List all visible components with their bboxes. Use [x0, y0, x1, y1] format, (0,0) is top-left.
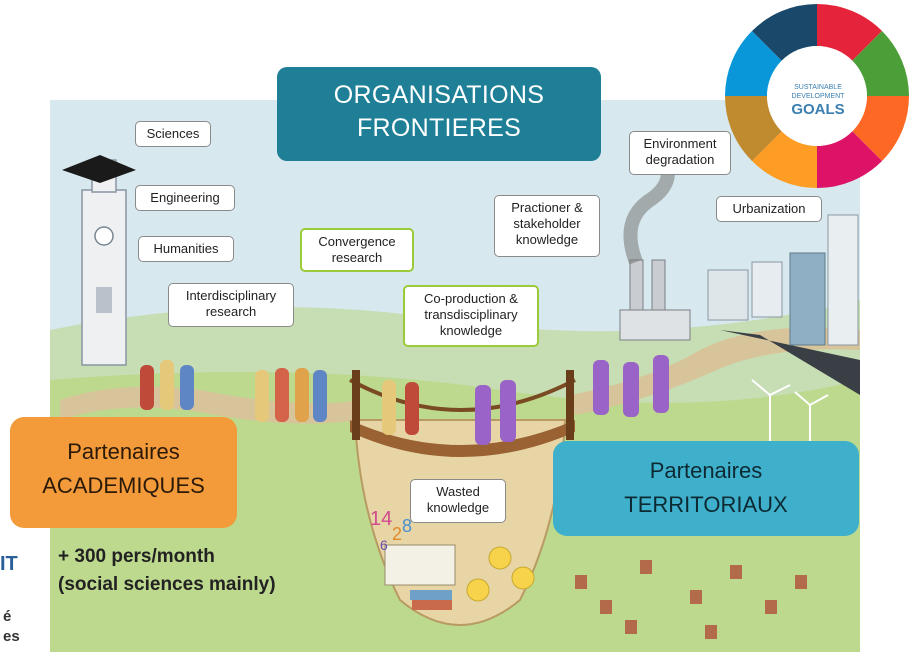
practioner-line3: knowledge [515, 232, 579, 247]
bridge-post [566, 370, 574, 440]
staff-line2: (social sciences mainly) [58, 574, 276, 595]
bubble-coproduction: Co-production & transdisciplinary knowle… [403, 285, 539, 347]
bubble-convergence: Convergence research [300, 228, 414, 272]
practioner-line1: Practioner & [511, 200, 583, 215]
convergence-line1: Convergence [318, 234, 396, 249]
staff-line1: + 300 pers/month [58, 546, 215, 567]
interdisciplinary-line2: research [205, 304, 257, 319]
people-academics-center [255, 368, 327, 422]
territorial-line1: Partenaires [649, 458, 763, 483]
people-stakeholders-right [593, 355, 669, 417]
title-line1: ORGANISATIONS [333, 81, 545, 109]
coproduction-line3: knowledge [439, 323, 503, 338]
interdisciplinary-line1: Interdisciplinary [185, 288, 277, 303]
university-tower [81, 189, 127, 366]
bubble-wasted: Wasted knowledge [410, 479, 506, 523]
bubble-sciences: Sciences [135, 121, 211, 147]
territorial-line2: TERRITORIAUX [624, 492, 788, 517]
sdg-line1: SUSTAINABLE [794, 84, 842, 91]
wind-turbines [751, 379, 829, 445]
tower-window [96, 287, 112, 313]
tower-clock [94, 226, 114, 246]
environment-line1: Environment [643, 136, 717, 151]
left-logo-fragment: IT [0, 553, 18, 575]
environment-line2: degradation [645, 152, 715, 167]
city-building [751, 261, 783, 318]
bubble-practioner: Practioner & stakeholder knowledge [494, 195, 600, 257]
sdg-wheel [725, 4, 909, 188]
wasted-line1: Wasted [436, 484, 480, 499]
city-tower [789, 252, 826, 346]
road [720, 330, 860, 395]
bubble-humanities: Humanities [138, 236, 234, 262]
people-academics-left [140, 360, 194, 410]
city-tower [827, 214, 859, 346]
graduation-cap [62, 155, 136, 183]
left-text-fragment-2: es [3, 628, 20, 645]
people-on-bridge [382, 380, 516, 445]
practioner-line2: stakeholder [513, 216, 581, 231]
coproduction-line1: Co-production & [424, 291, 518, 306]
academic-line2: ACADEMIQUES [42, 473, 205, 498]
academic-partners-box: Partenaires ACADEMIQUES [10, 417, 237, 528]
convergence-line2: research [331, 250, 383, 265]
territorial-partners-box: Partenaires TERRITORIAUX [553, 441, 859, 536]
svg-text:6: 6 [380, 537, 388, 553]
bubble-urbanization: Urbanization [716, 196, 822, 222]
left-text-fragment-1: é [3, 608, 12, 625]
wasted-line2: knowledge [426, 500, 490, 515]
sdg-label: SUSTAINABLE DEVELOPMENT GOALS [773, 83, 863, 118]
factory-building [619, 309, 691, 341]
title-line2: FRONTIERES [356, 114, 522, 142]
staff-note: + 300 pers/month (social sciences mainly… [58, 543, 276, 599]
sdg-line2: DEVELOPMENT [791, 93, 845, 100]
bubble-environment: Environment degradation [629, 131, 731, 175]
books-and-bulbs: 14 2 8 6 [370, 508, 535, 610]
bridge-rope [349, 378, 576, 412]
coproduction-line2: transdisciplinary [424, 307, 518, 322]
svg-text:14: 14 [370, 508, 392, 530]
sdg-line3: GOALS [791, 101, 845, 118]
organisations-frontieres-title: ORGANISATIONS FRONTIERES [277, 67, 601, 161]
city-building [707, 269, 749, 321]
svg-text:2: 2 [392, 524, 402, 544]
svg-text:8: 8 [402, 516, 412, 536]
bridge-post [352, 370, 360, 440]
academic-line1: Partenaires [67, 439, 180, 464]
bridge-deck [350, 420, 575, 457]
tree-stumps [575, 560, 807, 639]
bubble-interdisciplinary: Interdisciplinary research [168, 283, 294, 327]
bubble-engineering: Engineering [135, 185, 235, 211]
